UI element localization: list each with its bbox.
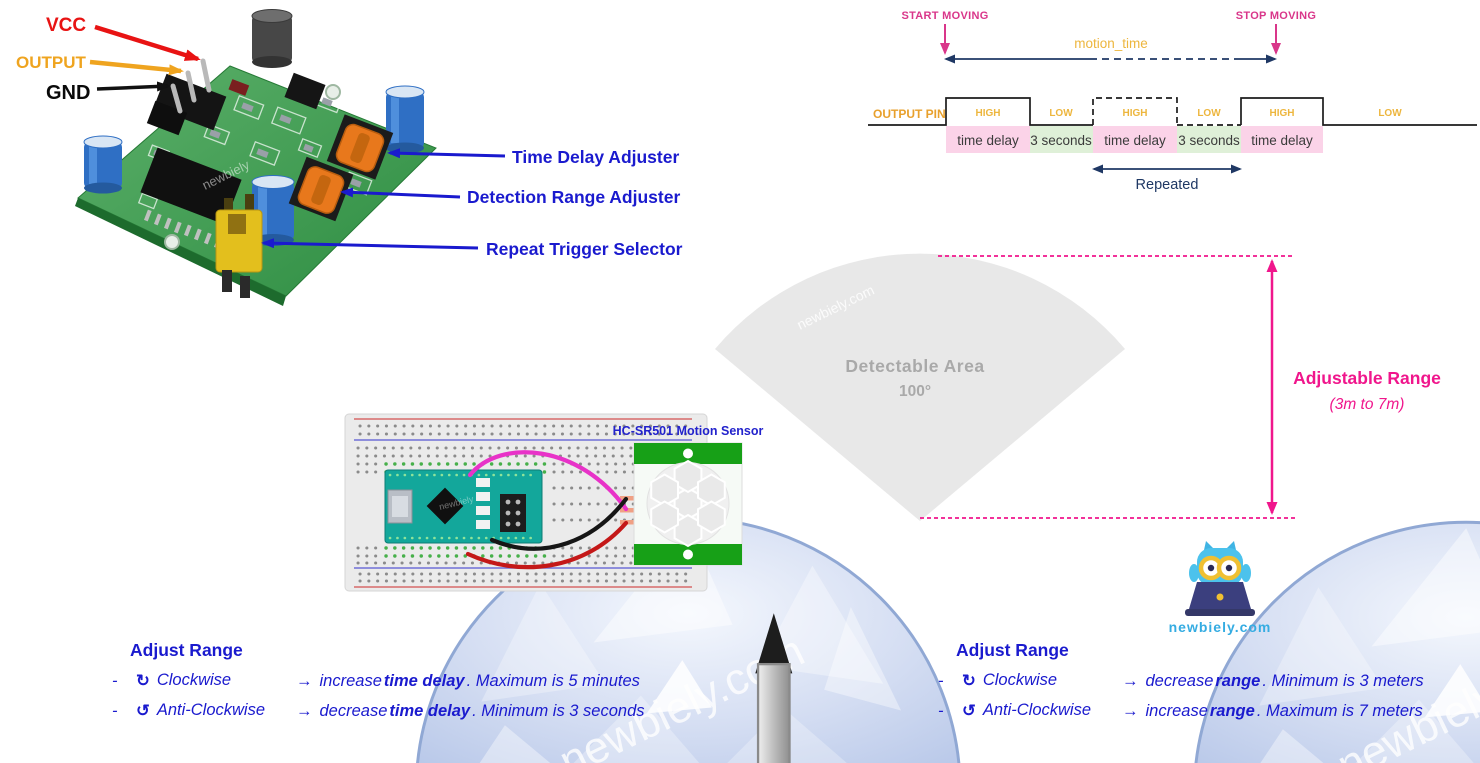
output-label: OUTPUT xyxy=(16,53,87,72)
wiring-diagram: newbiely xyxy=(344,413,764,592)
diode xyxy=(228,79,250,96)
ground-wire xyxy=(489,496,629,551)
clockwise-icon: ↻ xyxy=(962,672,976,690)
vcc-arrow xyxy=(94,24,201,62)
mcu-chip xyxy=(426,487,464,525)
regulator xyxy=(284,72,326,110)
ic-chip xyxy=(140,147,242,249)
trimpot-time-delay xyxy=(326,114,394,180)
capacitor-dark xyxy=(251,9,293,68)
arrow-glyph: → xyxy=(1122,702,1139,720)
direction-label: Anti-Clockwise xyxy=(156,701,266,719)
svg-text:3 seconds: 3 seconds xyxy=(1178,133,1240,148)
detection-fan: Detectable Area 100° newbiely.com xyxy=(715,253,1125,521)
svg-text:3 seconds: 3 seconds xyxy=(1030,133,1092,148)
svg-text:HIGH: HIGH xyxy=(976,108,1001,119)
capacitor-blue-left xyxy=(83,135,123,194)
svg-text:time delay: time delay xyxy=(1104,133,1166,148)
pir-board-photo: newbiely VCC OUTPUT GND Time Delay Adjus… xyxy=(16,9,683,306)
trimpot-detection-range xyxy=(288,156,354,222)
gnd-arrow xyxy=(96,81,171,92)
repeat-trigger-callout-line xyxy=(261,238,479,250)
svg-text:LOW: LOW xyxy=(1049,108,1073,119)
clockwise-icon: ↻ xyxy=(136,672,150,690)
adjust-range-title: Adjust Range xyxy=(130,640,243,660)
logo-site-text: newbiely.com xyxy=(1169,619,1272,635)
arduino-nano: newbiely xyxy=(384,469,543,544)
waveform xyxy=(868,97,1477,126)
capacitor-blue-right xyxy=(385,85,425,154)
level-labels: HIGH LOW HIGH LOW HIGH LOW xyxy=(976,108,1403,119)
hc-sr501-module-top xyxy=(633,442,743,566)
anticlockwise-icon: ↺ xyxy=(136,702,150,720)
arrow-glyph: → xyxy=(296,672,313,690)
direction-label: Clockwise xyxy=(156,671,232,689)
arrow-glyph: → xyxy=(1122,672,1139,690)
duration-boxes: time delay 3 seconds time delay 3 second… xyxy=(946,126,1323,153)
icsp-header xyxy=(500,494,526,532)
module-label: HC-SR501 Motion Sensor xyxy=(613,424,764,438)
time-delay-callout-line xyxy=(387,148,506,159)
direction-label: Anti-Clockwise xyxy=(982,701,1092,719)
arrow-glyph: → xyxy=(296,702,313,720)
svg-text:HIGH: HIGH xyxy=(1123,108,1148,119)
motion-time-label: motion_time xyxy=(1074,36,1148,51)
stop-moving-label: STOP MOVING xyxy=(1236,10,1317,22)
power-wire xyxy=(465,520,629,570)
direction-label: Clockwise xyxy=(982,671,1058,689)
lens-hexagons xyxy=(650,459,726,548)
svg-text:LOW: LOW xyxy=(1378,108,1402,119)
output-pin-label: OUTPUT PIN xyxy=(873,107,946,121)
timing-diagram: START MOVING STOP MOVING motion_time OUT… xyxy=(868,10,1477,193)
repeat-trigger-callout: Repeat Trigger Selector xyxy=(486,239,683,259)
vcc-label: VCC xyxy=(46,15,86,36)
adjustable-range-value: (3m to 7m) xyxy=(1330,396,1405,413)
jumper-repeat-trigger xyxy=(215,194,263,298)
newbiely-logo: newbiely.com xyxy=(1169,541,1272,635)
detectable-area-angle: 100° xyxy=(899,383,931,400)
repeated-label: Repeated xyxy=(1136,177,1199,193)
adjustable-range-annotation: Adjustable Range (3m to 7m) xyxy=(920,255,1441,519)
gnd-label: GND xyxy=(46,82,90,104)
adjustable-range-label: Adjustable Range xyxy=(1293,368,1441,388)
anticlockwise-icon: ↺ xyxy=(962,702,976,720)
start-moving-label: START MOVING xyxy=(901,10,988,22)
detection-range-callout-line xyxy=(340,187,461,199)
output-arrow xyxy=(89,59,184,76)
jumper-wires xyxy=(465,450,629,570)
detection-range-callout: Detection Range Adjuster xyxy=(467,187,680,207)
svg-text:LOW: LOW xyxy=(1197,108,1221,119)
detectable-area-cone xyxy=(715,253,1125,521)
svg-text:time delay: time delay xyxy=(957,133,1019,148)
signal-wire xyxy=(467,450,629,512)
svg-text:time delay: time delay xyxy=(1251,133,1313,148)
adjust-range-title: Adjust Range xyxy=(956,640,1069,660)
time-delay-callout: Time Delay Adjuster xyxy=(512,147,679,167)
header-pins xyxy=(170,58,212,114)
detectable-area-label: Detectable Area xyxy=(845,356,984,376)
svg-text:HIGH: HIGH xyxy=(1270,108,1295,119)
